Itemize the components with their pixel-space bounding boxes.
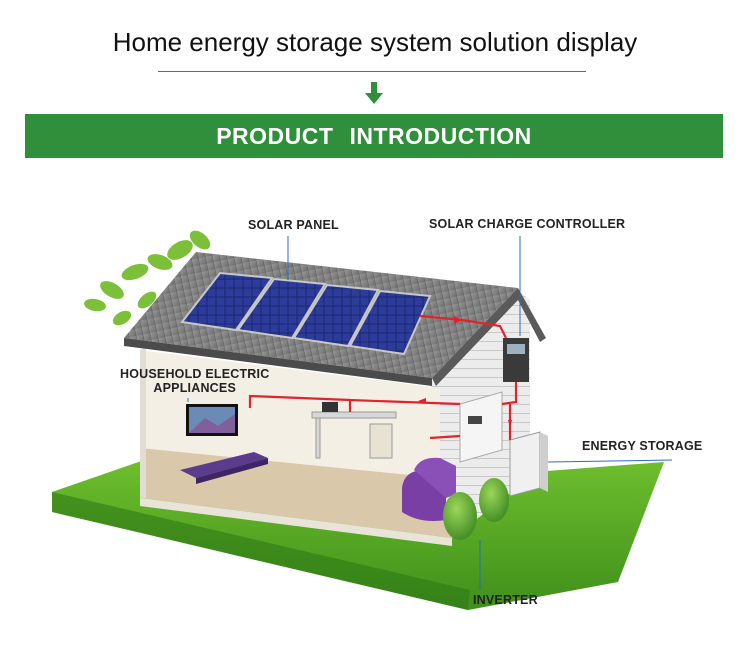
inverter-unit xyxy=(459,391,503,463)
energy-storage-unit xyxy=(509,431,548,497)
tv-appliance xyxy=(186,404,238,436)
down-arrow-icon xyxy=(365,82,383,104)
banner-word-introduction: INTRODUCTION xyxy=(349,123,532,149)
bush-right xyxy=(479,478,509,522)
desk xyxy=(311,411,397,459)
label-household-line-1: HOUSEHOLD ELECTRIC xyxy=(120,367,270,381)
armchair xyxy=(402,457,456,521)
tree-foliage xyxy=(84,230,211,326)
wiring-arrows xyxy=(418,316,512,428)
label-solar-panel: SOLAR PANEL xyxy=(248,218,339,232)
solar-panel-array xyxy=(180,271,432,356)
label-energy-storage: ENERGY STORAGE xyxy=(582,439,703,453)
product-introduction-banner: PRODUCT INTRODUCTION xyxy=(25,114,723,158)
solar-charge-controller-unit xyxy=(503,338,529,382)
label-household-line-2: APPLIANCES xyxy=(153,381,236,395)
banner-word-product: PRODUCT xyxy=(216,123,334,149)
bush-left xyxy=(443,492,477,540)
tv-console xyxy=(180,452,268,478)
label-inverter: INVERTER xyxy=(473,593,538,607)
label-household-appliances: HOUSEHOLD ELECTRIC APPLIANCES xyxy=(120,367,269,395)
title-underline xyxy=(158,71,586,72)
interior-back-wall xyxy=(140,350,440,478)
label-solar-charge-controller: SOLAR CHARGE CONTROLLER xyxy=(429,217,626,231)
page-title: Home energy storage system solution disp… xyxy=(112,27,638,57)
callout-leaders xyxy=(187,236,673,590)
house-illustration xyxy=(52,230,673,610)
wiring xyxy=(248,314,518,440)
